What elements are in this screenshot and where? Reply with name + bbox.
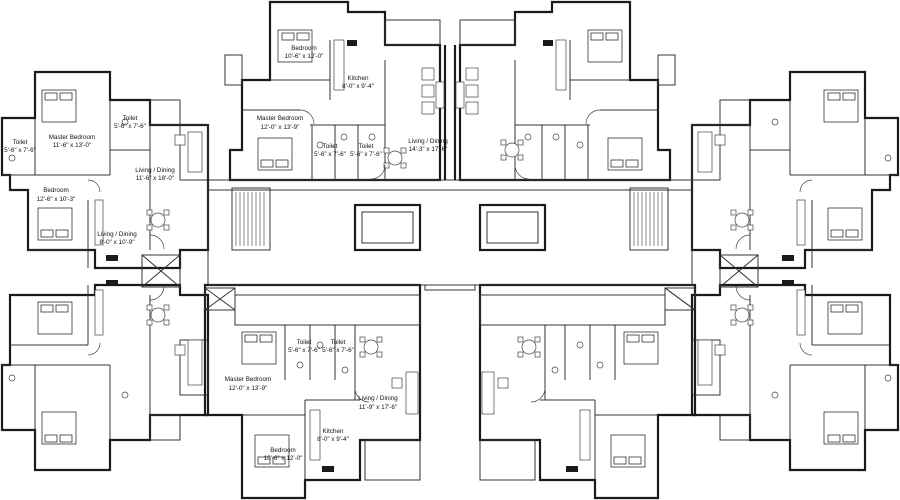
dim-top-bedroom: 10'-6" x 12'-0" [285,53,324,60]
dim-left-toilet-a: 5'-6" x 7'-6" [4,147,36,154]
living-furniture [174,67,726,415]
sanitary-fixtures [8,118,892,399]
label-top-living: Living / Dining [408,138,448,145]
ducts [141,254,759,311]
label-bot-kitchen: Kitchen [322,428,344,435]
kitchen-counters [94,39,806,472]
label-left-toilet-a: Toilet [13,139,28,146]
beds [37,29,863,468]
dim-bot-bedroom: 10'-6" x 12'-0" [264,455,303,462]
balconies [149,19,751,481]
room-labels: Bedroom 10'-6" x 12'-0" Kitchen 8'-0" x … [4,45,448,462]
dim-top-master-bedroom: 12'-0" x 13'-9" [261,124,300,131]
dim-left-master-bedroom: 11'-6" x 13'-0" [53,142,91,149]
label-bot-master-bedroom: Master Bedroom [225,376,272,383]
label-left-toilet-b: Toilet [123,115,138,122]
dim-left-bedroom: 12'-6" x 10'-3" [37,196,76,203]
label-top-master-bedroom: Master Bedroom [257,115,304,122]
label-left-master-bedroom: Master Bedroom [49,134,96,141]
dim-top-toilet-b: 5'-6" x 7'-6" [350,151,382,158]
label-left-bedroom: Bedroom [43,187,69,194]
staircase-right [629,187,669,251]
dim-top-kitchen: 8'-0" x 9'-4" [342,83,374,90]
dim-bot-toilet-a: 5'-6" x 7'-6" [288,347,320,354]
label-top-bedroom: Bedroom [291,45,317,52]
label-bot-bedroom: Bedroom [270,447,296,454]
lift-wells [353,203,547,252]
label-top-toilet-a: Toilet [323,143,338,150]
dim-bot-living: 11'-9" x 17'-6" [359,404,397,411]
dim-bot-toilet-b: 5'-6" x 7'-6" [322,347,354,354]
label-bot-toilet-b: Toilet [331,339,346,346]
dim-bot-kitchen: 8'-0" x 9'-4" [317,436,349,443]
dim-top-living: 14'-3" x 17'-6" [409,146,448,153]
label-bot-living: Living / Dining [358,395,398,402]
label-left-living-b: Living / Dining [97,231,137,238]
label-bot-toilet-a: Toilet [297,339,312,346]
dim-top-toilet-a: 5'-6" x 7'-6" [314,151,346,158]
dining-tables [146,139,754,358]
door-swings [87,109,813,403]
label-top-toilet-b: Toilet [359,143,374,150]
dim-left-toilet-b: 5'-6" x 7'-6" [114,123,146,130]
dim-left-living: 11'-6" x 18'-0" [136,175,174,182]
partitions [2,40,898,480]
dim-bot-master-bedroom: 12'-0" x 13'-9" [229,385,268,392]
core [141,45,759,311]
label-left-living: Living / Dining [135,167,175,174]
label-top-kitchen: Kitchen [347,75,369,82]
staircase-left [231,187,271,251]
dim-left-living-b: 8'-0" x 10'-9" [99,239,134,246]
